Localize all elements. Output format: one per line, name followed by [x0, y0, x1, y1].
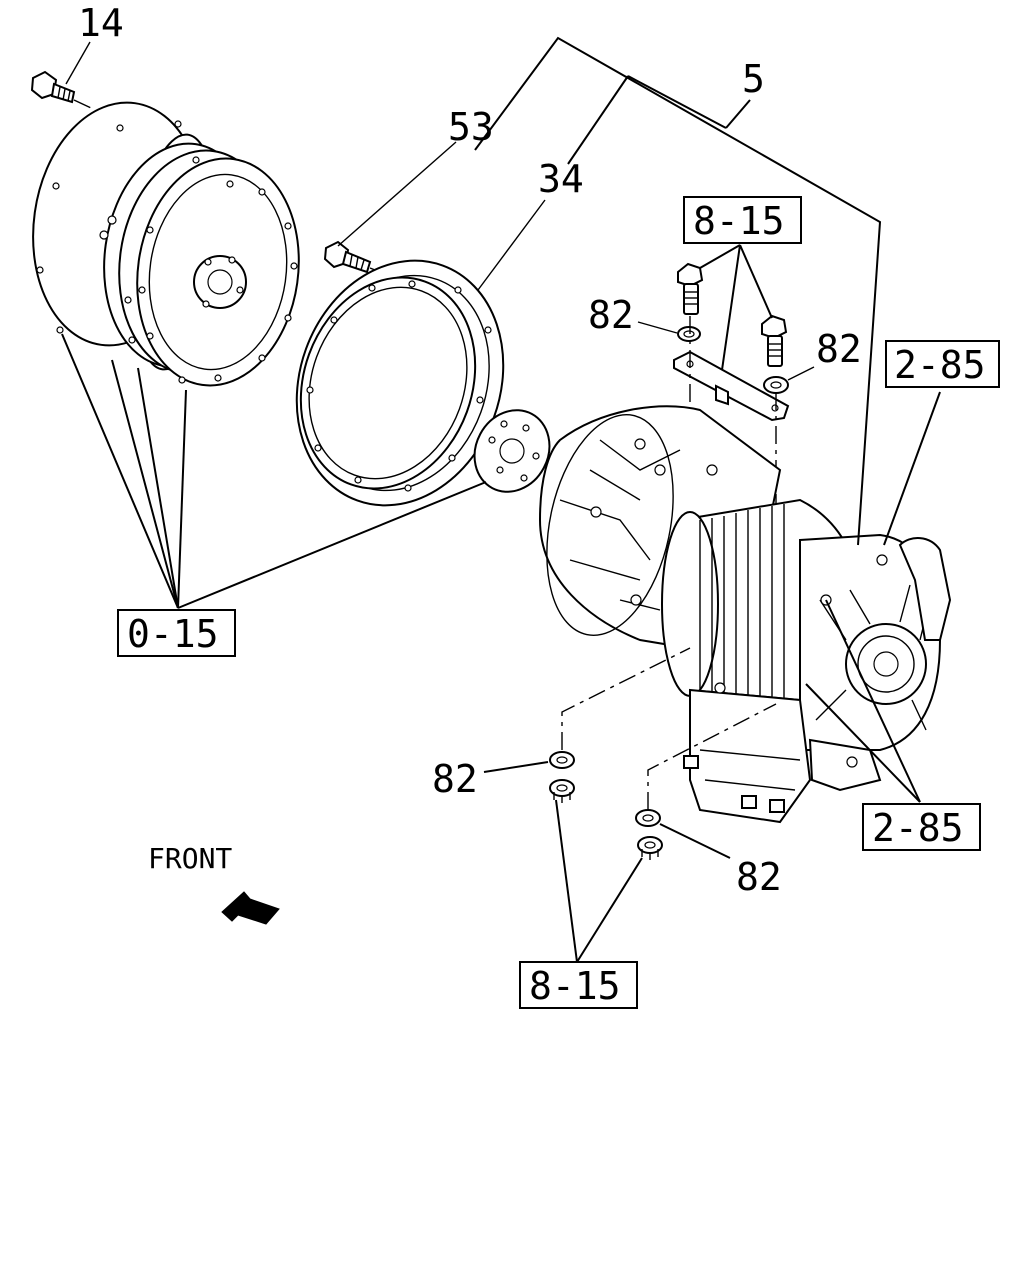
front-label: FRONT [148, 842, 232, 875]
leader-8-15-top-a [699, 244, 741, 269]
ref-box-8-15-bottom[interactable]: 8-15 [519, 961, 638, 1009]
leader-0-15-a [61, 333, 179, 609]
callout-82-bottom-left: 82 [432, 757, 478, 801]
ref-box-2-85-top[interactable]: 2-85 [885, 340, 1000, 388]
leader-5-bracket [474, 36, 882, 546]
ref-label-2-85-bottom: 2-85 [872, 806, 964, 850]
callout-5: 5 [742, 57, 765, 101]
leader-0-15-b [111, 359, 179, 609]
nut-8-15-bottom-left [549, 779, 575, 803]
leader-82-bottom-left [483, 761, 549, 773]
leader-82-bottom-right [659, 823, 731, 859]
axis-line-14 [73, 99, 109, 117]
ref-box-0-15[interactable]: 0-15 [117, 609, 236, 657]
callout-14: 14 [78, 1, 124, 45]
leader-0-15-c [137, 367, 179, 609]
leader-2-85-bottom-a [825, 599, 921, 803]
leader-82-top-left [637, 321, 678, 334]
leader-53 [337, 141, 457, 247]
ref-label-8-15-bottom: 8-15 [529, 964, 621, 1008]
leader-0-15-e [177, 481, 487, 609]
adapter-ring-34 [295, 259, 505, 507]
leader-5-to-34 [567, 75, 629, 165]
shim-plate [473, 409, 551, 493]
ref-label-8-15-top: 8-15 [693, 199, 785, 243]
washer-82-bottom-left [549, 751, 575, 769]
ref-box-2-85-bottom[interactable]: 2-85 [862, 803, 981, 851]
ref-label-2-85-top: 2-85 [894, 343, 986, 387]
ref-label-0-15: 0-15 [127, 612, 219, 656]
axis-line-lower-right [647, 703, 777, 810]
leader-2-85-bottom-b [805, 683, 921, 803]
bolt-14 [30, 70, 76, 104]
leader-8-15-bottom-a [555, 799, 578, 963]
leader-8-15-bottom-b [576, 857, 643, 963]
leader-8-15-top-b [721, 244, 741, 371]
callout-34: 34 [538, 157, 584, 201]
washer-82-bottom-right [635, 809, 661, 827]
callout-82-top-left: 82 [588, 293, 634, 337]
axis-line-lower-left [561, 647, 691, 750]
leader-5-main [627, 75, 727, 129]
leader-2-85-top [883, 391, 941, 546]
transmission-assembly [538, 405, 952, 824]
bolt-53 [323, 240, 372, 274]
nut-8-15-bottom-right [637, 836, 663, 860]
ref-box-8-15-top[interactable]: 8-15 [683, 196, 802, 244]
callout-82-top-right: 82 [816, 327, 862, 371]
leader-34 [477, 199, 546, 291]
leader-5-callout [725, 99, 751, 129]
bracket-assembly-top [673, 262, 790, 422]
flex-plate-assembly [32, 101, 300, 387]
callout-53: 53 [448, 105, 494, 149]
leader-0-15-d [177, 389, 187, 609]
arrow-icon [221, 891, 280, 925]
leader-14 [65, 41, 91, 85]
leader-8-15-top-c [739, 244, 773, 319]
callout-82-bottom-right: 82 [736, 855, 782, 899]
leader-82-top-right [787, 366, 815, 381]
